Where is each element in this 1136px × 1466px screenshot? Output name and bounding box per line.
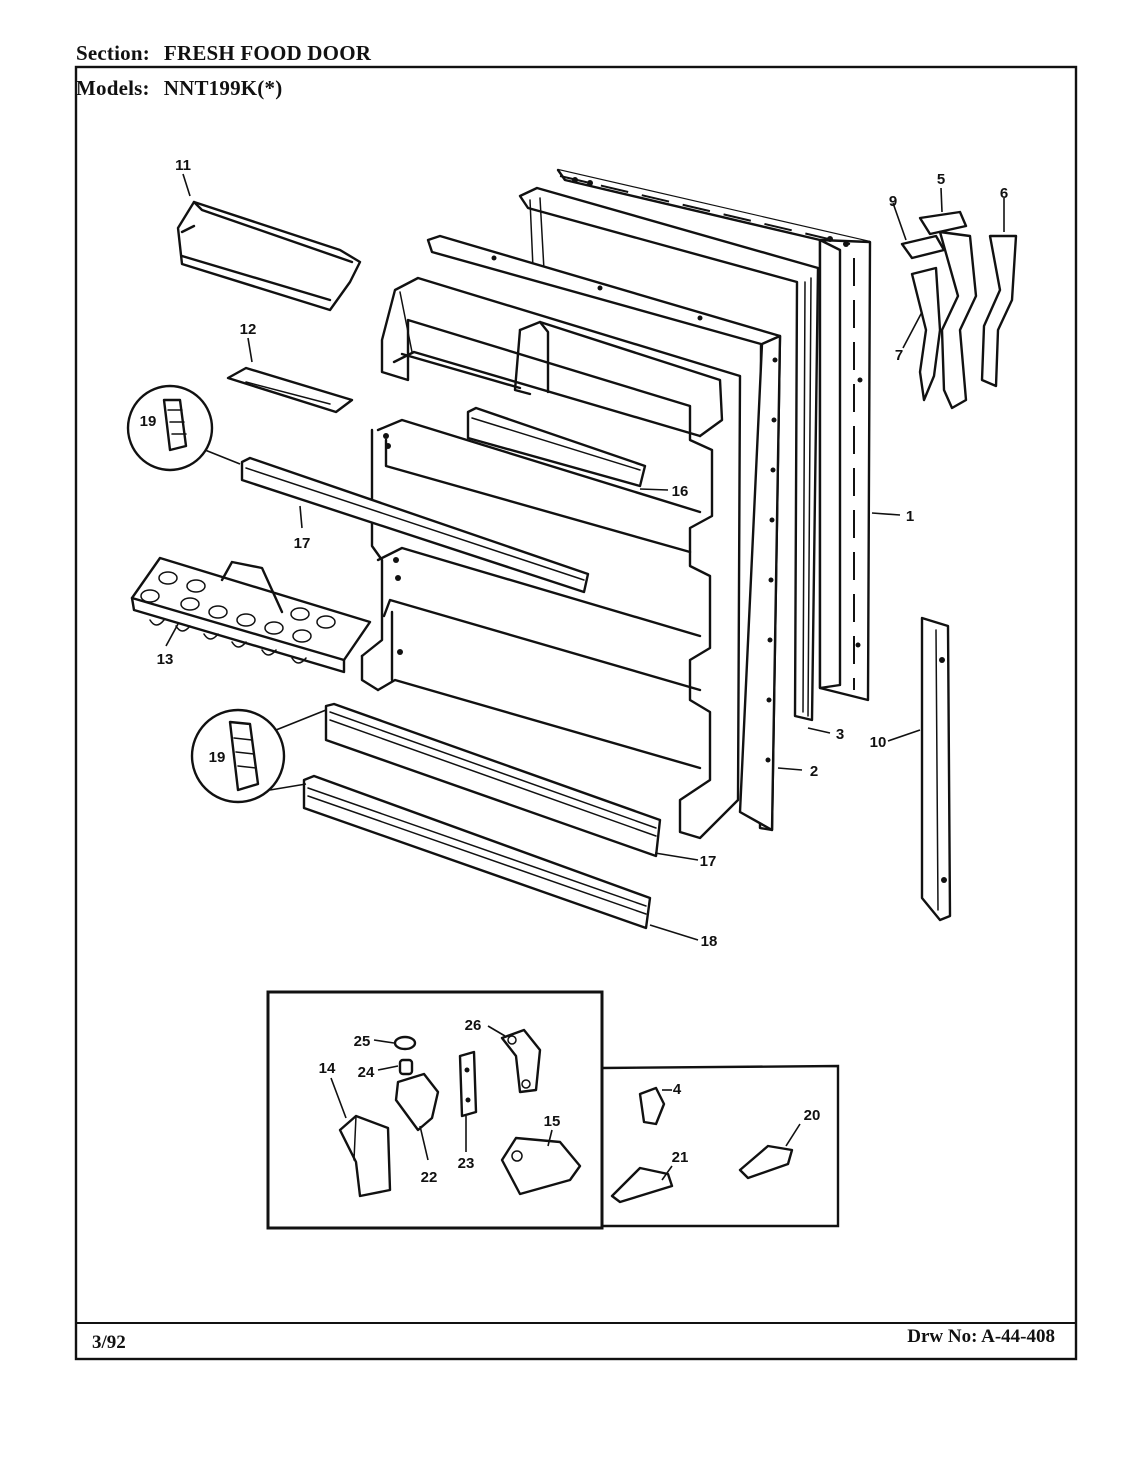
callout-25: 25 [354, 1033, 371, 1050]
callout-16: 16 [672, 483, 689, 500]
callout-3: 3 [836, 726, 844, 743]
callout-5: 5 [937, 171, 945, 188]
part-17-upper-shelf-bar [240, 456, 590, 594]
callout-24: 24 [358, 1064, 375, 1081]
callout-17-lower: 17 [700, 853, 717, 870]
part-9-shim [900, 234, 946, 260]
callout-13: 13 [157, 651, 174, 668]
part-12-butter-cover [226, 366, 354, 414]
part-19-detail-upper [126, 384, 241, 472]
part-20-clip [738, 1144, 794, 1180]
part-5-hinge-plate [918, 210, 978, 410]
part-10-handle-strip [920, 616, 952, 922]
callout-20: 20 [804, 1107, 821, 1124]
callout-19-upper: 19 [140, 413, 157, 430]
callout-17-upper: 17 [294, 535, 311, 552]
callout-22: 22 [421, 1169, 438, 1186]
callout-1: 1 [906, 508, 914, 525]
callout-12: 12 [240, 321, 257, 338]
part-14-hinge-bracket [338, 1114, 392, 1198]
models-value: NNT199K(*) [163, 76, 283, 100]
part-22-hinge-pin-block [394, 1072, 440, 1132]
part-19-detail-lower [190, 708, 327, 804]
part-13-egg-tray [130, 556, 372, 674]
callout-7: 7 [895, 347, 903, 364]
footer-date: 3/92 [92, 1332, 126, 1353]
part-23-spacer [458, 1050, 478, 1118]
section-label: Section: [76, 41, 150, 65]
part-11-dairy-compartment [176, 200, 362, 312]
part-25-washer [393, 1035, 417, 1051]
part-1-outer-door-panel [556, 168, 872, 702]
callout-9: 9 [889, 193, 897, 210]
fastener-parts-box [601, 1064, 840, 1228]
part-17-lower-shelf-bar [324, 702, 662, 858]
part-15-hinge [500, 1136, 582, 1196]
part-21-clip [610, 1166, 674, 1204]
callout-4: 4 [673, 1081, 682, 1098]
callout-21: 21 [672, 1149, 689, 1166]
models-heading: Models: NNT199K(*) [76, 76, 282, 101]
callout-23: 23 [458, 1155, 475, 1172]
section-value: FRESH FOOD DOOR [163, 41, 372, 65]
callout-11: 11 [175, 157, 191, 174]
callout-6: 6 [1000, 185, 1008, 202]
callout-leaders [165, 173, 1005, 1181]
part-6-trim [980, 234, 1018, 388]
callout-18: 18 [701, 933, 718, 950]
part-26-hinge-plate [500, 1028, 542, 1094]
callout-numbers: 11 12 19 17 13 19 16 1 3 2 10 17 18 9 5 … [140, 157, 1009, 1186]
part-4-plug [638, 1086, 666, 1126]
footer-drawing-number: Drw No: A-44-408 [907, 1326, 1055, 1347]
part-7-trim [910, 266, 942, 402]
models-label: Models: [76, 76, 150, 100]
callout-2: 2 [810, 763, 818, 780]
diagram-border [74, 65, 1078, 1361]
hinge-parts-box [266, 990, 604, 1230]
part-2-inner-door-liner [426, 234, 782, 832]
callout-15: 15 [544, 1113, 561, 1130]
part-18-shelf-bar [302, 774, 652, 930]
callout-26: 26 [465, 1017, 482, 1034]
callout-19-lower: 19 [209, 749, 226, 766]
part-16-shelf-bar [466, 406, 647, 488]
part-3-door-gasket [518, 186, 820, 722]
callout-10: 10 [870, 734, 887, 751]
section-heading: Section: FRESH FOOD DOOR [76, 41, 371, 66]
callout-14: 14 [319, 1060, 336, 1077]
part-24-bushing [398, 1058, 414, 1076]
